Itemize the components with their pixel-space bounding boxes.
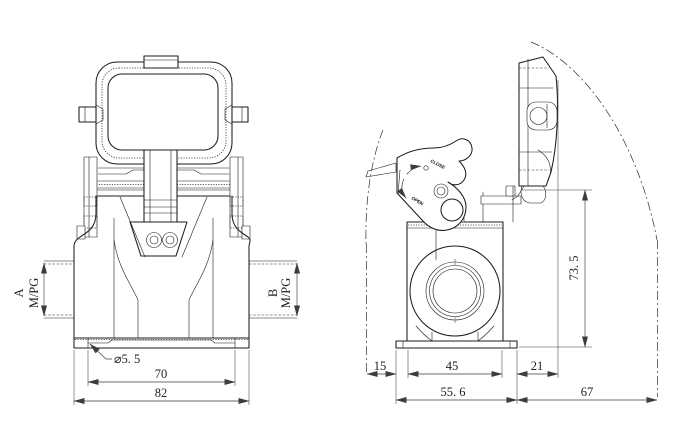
hinge-bracket [480, 185, 522, 223]
hinge-assembly [76, 149, 251, 258]
center-tongue [129, 149, 188, 257]
lever-swing-arc [365, 129, 384, 245]
mounting-flange-side [395, 340, 518, 349]
dim-foot-width: 45 [446, 359, 459, 373]
dim-entry-a-letter: A [12, 288, 26, 297]
dim-overall-width: 82 [155, 386, 168, 400]
dim-height-to-pivot: 73. 5 [567, 256, 581, 281]
hinge-plate-right [229, 156, 251, 240]
front-view: A M/PG B M/PG ⌀5. 5 70 82 [12, 55, 300, 405]
dim-entry-a-thread: M/PG [27, 278, 41, 309]
dim-hole-spacing: 70 [155, 367, 168, 381]
dim-hole-diameter: ⌀5. 5 [114, 352, 140, 366]
lever-handle-tip [365, 162, 397, 178]
dim-entry-b-letter: B [266, 289, 280, 297]
cover-ring [78, 55, 249, 165]
housing-body-front [43, 195, 298, 349]
cover-side-peg-right [224, 104, 249, 125]
mounting-flange-front [73, 337, 250, 349]
cable-entry-boss-right [248, 260, 298, 319]
cover-swing-arc [530, 41, 658, 241]
dim-lever-clearance: 15 [374, 359, 387, 373]
dim-base-depth: 55. 6 [441, 385, 466, 399]
lever-pivot [433, 183, 449, 199]
cover-open-side [511, 56, 559, 204]
lever-close-label: CLOSE [430, 158, 446, 170]
lever-open-label: OPEN [411, 196, 425, 207]
cable-entry-boss-left [43, 260, 75, 319]
side-view-dimensions: 73. 5 15 45 21 55. 6 67 [366, 80, 658, 404]
side-view: CLOSE OPEN 73. 5 15 45 21 [365, 41, 658, 404]
cover-latch-tab [143, 55, 179, 69]
front-view-dimensions: A M/PG B M/PG ⌀5. 5 70 82 [12, 262, 300, 405]
hinge-screw-left [146, 232, 162, 248]
dim-cover-offset: 21 [531, 359, 544, 373]
cover-side-peg-left [78, 104, 104, 125]
lever-hole [440, 198, 464, 222]
dim-swing-clearance: 67 [581, 385, 594, 399]
cover-handle [526, 101, 558, 131]
locking-lever: CLOSE OPEN [365, 138, 473, 231]
dim-entry-b-thread: M/PG [279, 278, 293, 309]
hinge-plate-left [76, 156, 98, 240]
hinge-screw-right [162, 232, 178, 248]
cable-boss-circle [409, 245, 501, 337]
